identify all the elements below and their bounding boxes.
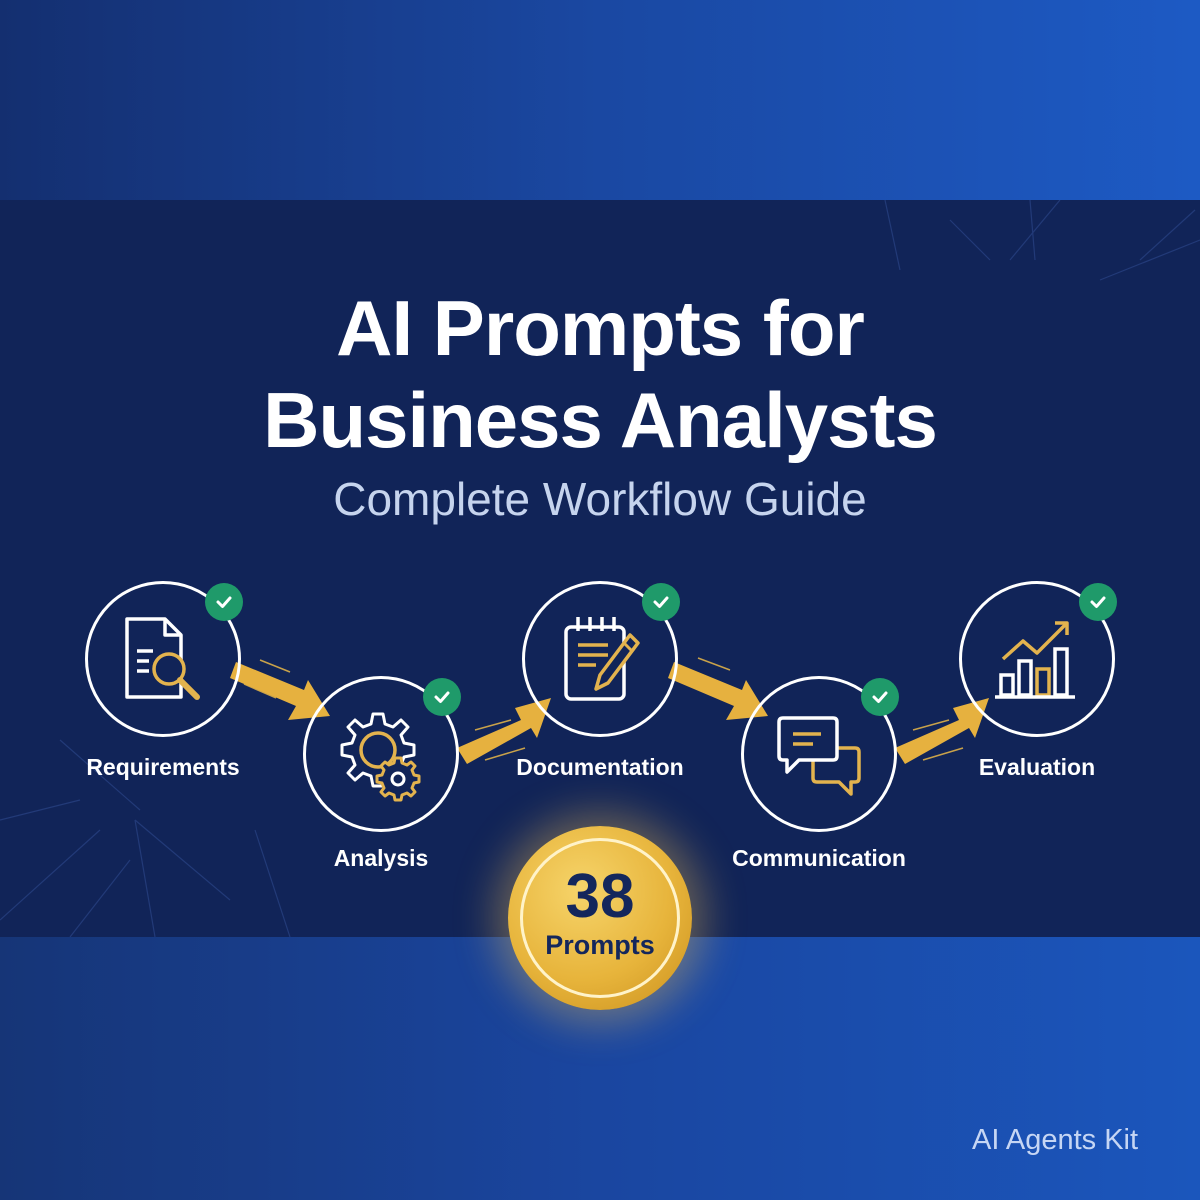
- step-requirements[interactable]: [85, 581, 243, 737]
- check-badge: [423, 678, 461, 716]
- step-analysis[interactable]: [303, 676, 461, 832]
- checkmark-icon: [872, 691, 888, 703]
- check-badge: [642, 583, 680, 621]
- step-label-analysis: Analysis: [333, 845, 429, 871]
- step-ring: [85, 581, 241, 737]
- page-title: AI Prompts for Business Analysts: [0, 282, 1200, 466]
- arrow-communication-to-evaluation: [895, 698, 989, 764]
- check-badge: [1079, 583, 1117, 621]
- bar-chart-growth-icon: [995, 621, 1075, 699]
- top-background: [0, 0, 1200, 200]
- decorative-lines: [0, 200, 1200, 937]
- check-badge: [205, 583, 243, 621]
- gears-icon: [340, 712, 421, 802]
- arrow-requirements-to-analysis: [230, 659, 330, 720]
- title-line-1: AI Prompts for: [336, 284, 865, 372]
- chat-bubbles-icon: [777, 716, 861, 796]
- document-search-icon: [125, 617, 200, 700]
- step-label-evaluation: Evaluation: [978, 754, 1096, 780]
- prompt-count-unit: Prompts: [545, 930, 655, 960]
- notepad-pencil-icon: [564, 617, 640, 701]
- checkmark-icon: [653, 596, 669, 608]
- step-label-documentation: Documentation: [516, 754, 684, 780]
- content-band: [0, 200, 1200, 937]
- checkmark-icon: [216, 596, 232, 608]
- badge-inner-ring: [520, 838, 680, 998]
- subtitle: Complete Workflow Guide: [333, 473, 867, 525]
- prompt-count: 38: [565, 862, 635, 931]
- step-label-requirements: Requirements: [86, 754, 240, 780]
- arrow-documentation-to-communication: [668, 657, 768, 720]
- step-ring: [522, 581, 678, 737]
- step-documentation[interactable]: [522, 581, 680, 737]
- checkmark-icon: [434, 691, 450, 703]
- step-ring: [959, 581, 1115, 737]
- step-evaluation[interactable]: [959, 581, 1117, 737]
- arrow-analysis-to-documentation: [457, 698, 551, 764]
- step-label-communication: Communication: [732, 845, 906, 871]
- step-communication[interactable]: [741, 676, 899, 832]
- title-line-2: Business Analysts: [263, 376, 938, 464]
- step-ring: [741, 676, 897, 832]
- brand-name: AI Agents Kit: [972, 1124, 1139, 1156]
- step-ring: [303, 676, 459, 832]
- prompt-count-badge: 38 Prompts: [508, 826, 692, 1010]
- checkmark-icon: [1090, 596, 1106, 608]
- check-badge: [861, 678, 899, 716]
